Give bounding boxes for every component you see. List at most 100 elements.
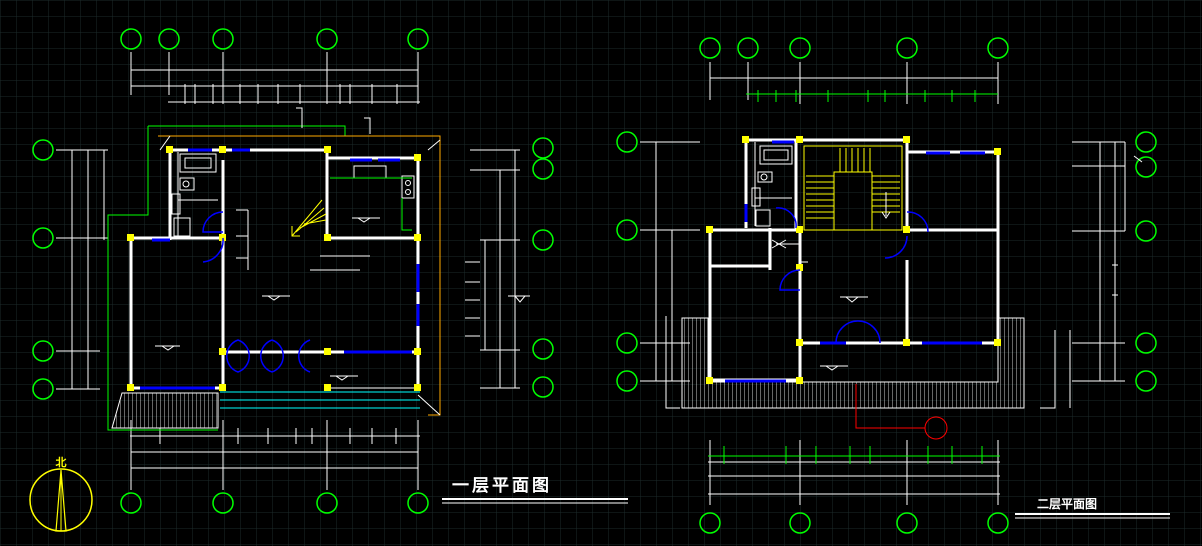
- structural-column: [219, 146, 226, 153]
- structural-column: [219, 234, 226, 241]
- structural-column: [903, 226, 910, 233]
- structural-column: [796, 377, 803, 384]
- axis-bubble: [789, 37, 811, 59]
- plan-2-section-marker: [855, 384, 948, 440]
- axis-bubble: [699, 37, 721, 59]
- plan-2-fixtures: [751, 145, 793, 249]
- plan-2-left-axis-bubbles: [616, 131, 638, 392]
- north-label: 北: [56, 455, 67, 469]
- plan-1-right-axis-bubbles: [532, 137, 554, 398]
- structural-column: [706, 226, 713, 233]
- structural-column: [742, 136, 749, 143]
- plan-1-entry-steps: [111, 392, 219, 429]
- plan-1-stair: [291, 199, 327, 237]
- axis-bubble: [699, 512, 721, 534]
- structural-column: [414, 154, 421, 161]
- plan-1-door-swings: [202, 211, 311, 373]
- axis-bubble: [1135, 332, 1157, 354]
- structural-column: [414, 384, 421, 391]
- plan-2-stair-arrow: [881, 192, 891, 219]
- structural-column: [796, 264, 803, 271]
- structural-column: [994, 339, 1001, 346]
- plan-1-dimension-lines: [56, 52, 530, 490]
- axis-bubble: [316, 492, 338, 514]
- axis-bubble: [316, 28, 338, 50]
- axis-bubble: [532, 158, 554, 180]
- axis-bubble: [616, 131, 638, 153]
- structural-column: [414, 348, 421, 355]
- plan-2-door-swings: [775, 207, 929, 344]
- axis-bubble: [1135, 131, 1157, 153]
- plan-1-top-axis-bubbles: [120, 28, 429, 50]
- axis-bubble: [120, 492, 142, 514]
- axis-bubble: [987, 37, 1009, 59]
- structural-column: [903, 339, 910, 346]
- plan-1-level-markers: [155, 217, 380, 381]
- structural-column: [324, 146, 331, 153]
- axis-bubble: [532, 338, 554, 360]
- structural-column: [324, 384, 331, 391]
- axis-bubble: [407, 28, 429, 50]
- plan-2-right-axis-bubbles: [1135, 131, 1157, 392]
- plan-1-title-underline: [442, 498, 628, 504]
- structural-column: [219, 348, 226, 355]
- plan-1-title: 一层平面图: [452, 476, 552, 496]
- plan-2-title: 二层平面图: [1037, 497, 1097, 511]
- axis-bubble: [32, 139, 54, 161]
- structural-column: [127, 384, 134, 391]
- axis-bubble: [158, 28, 180, 50]
- axis-bubble: [32, 340, 54, 362]
- axis-bubble: [987, 512, 1009, 534]
- axis-bubble: [32, 378, 54, 400]
- axis-bubble: [789, 512, 811, 534]
- plan-1-site-outline: [107, 107, 441, 431]
- axis-bubble: [532, 376, 554, 398]
- structural-column: [166, 146, 173, 153]
- plan-1-ground-floor: [32, 28, 628, 514]
- axis-bubble: [1135, 220, 1157, 242]
- axis-bubble: [212, 492, 234, 514]
- structural-column: [324, 348, 331, 355]
- axis-bubble: [1135, 370, 1157, 392]
- plan-1-fixtures: [171, 153, 415, 237]
- structural-column: [796, 226, 803, 233]
- axis-bubble: [737, 37, 759, 59]
- axis-bubble: [896, 512, 918, 534]
- axis-bubble: [1135, 156, 1157, 178]
- plan-2-upper-floor: [616, 37, 1170, 534]
- plan-2-thin-walls: [754, 142, 808, 263]
- structural-column: [706, 377, 713, 384]
- structural-column: [796, 136, 803, 143]
- structural-column: [414, 234, 421, 241]
- structural-column: [324, 234, 331, 241]
- plan-2-columns: [706, 136, 1001, 384]
- axis-bubble: [407, 492, 429, 514]
- plan-2-green-dimension-lines: [708, 90, 1000, 464]
- axis-bubble: [532, 229, 554, 251]
- axis-bubble: [32, 227, 54, 249]
- plan-2-windows: [725, 140, 985, 383]
- axis-bubble: [616, 370, 638, 392]
- axis-bubble: [616, 219, 638, 241]
- structural-column: [796, 339, 803, 346]
- plan-2-top-axis-bubbles: [699, 37, 1009, 59]
- plan-1-green-fixtures: [330, 177, 412, 231]
- axis-bubble: [212, 28, 234, 50]
- structural-column: [994, 148, 1001, 155]
- axis-bubble: [896, 37, 918, 59]
- plan-2-stair: [803, 145, 903, 231]
- structural-column: [219, 384, 226, 391]
- plan-1-windows: [140, 148, 420, 390]
- north-arrow: 北: [29, 455, 93, 532]
- structural-column: [903, 136, 910, 143]
- axis-bubble: [120, 28, 142, 50]
- plan-2-dimension-lines: [640, 62, 1143, 505]
- plan-2-level-markers: [820, 296, 868, 371]
- plan-1-bottom-axis-bubbles: [120, 492, 429, 514]
- structural-column: [127, 234, 134, 241]
- axis-bubble: [532, 137, 554, 159]
- plan-1-left-axis-bubbles: [32, 139, 54, 400]
- plan-1-columns: [127, 146, 421, 391]
